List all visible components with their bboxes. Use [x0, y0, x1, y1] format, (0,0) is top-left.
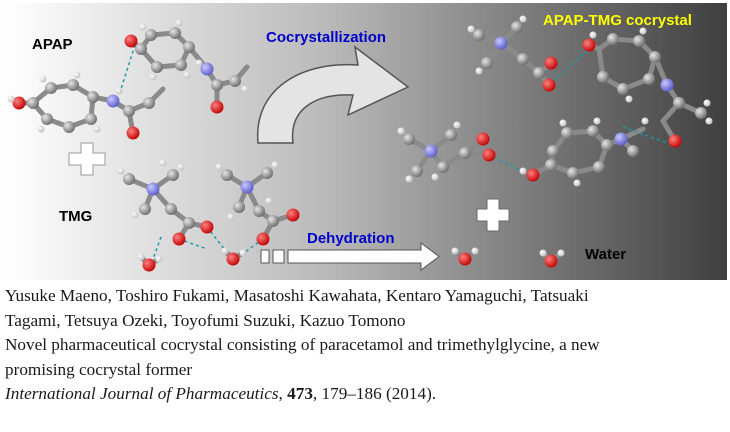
dehydration-arrow: [260, 242, 440, 271]
graphical-abstract: APAP TMG Cocrystallization APAP-TMG cocr…: [3, 3, 727, 280]
label-tmg: TMG: [59, 208, 92, 225]
label-apap: APAP: [32, 36, 73, 53]
label-dehydration: Dehydration: [307, 230, 395, 247]
citation: Yusuke Maeno, Toshiro Fukami, Masatoshi …: [5, 284, 727, 407]
citation-pages-year: , 179–186 (2014).: [312, 384, 437, 403]
label-product: APAP-TMG cocrystal: [543, 12, 692, 29]
plus-icon-products: [476, 198, 510, 232]
atom-layer: [7, 15, 713, 272]
citation-title-line-2: promising cocrystal former: [5, 359, 193, 379]
citation-journal: International Journal of Pharmaceutics: [5, 384, 279, 403]
citation-source: International Journal of Pharmaceutics , …: [5, 382, 727, 407]
label-water: Water: [585, 246, 626, 263]
cocrystallization-arrow: [257, 45, 410, 144]
label-cocrystallization: Cocrystallization: [266, 29, 386, 46]
citation-separator: ,: [278, 384, 288, 403]
plus-icon-reactants: [68, 142, 106, 176]
citation-volume: 473: [287, 384, 313, 403]
hydrogen-bond-layer: [120, 44, 668, 260]
citation-authors-line-1: Yusuke Maeno, Toshiro Fukami, Masatoshi …: [5, 286, 589, 305]
citation-title-line-1: Novel pharmaceutical cocrystal consistin…: [5, 335, 600, 354]
citation-authors-line-2: Tagami, Tetsuya Ozeki, Toyofumi Suzuki, …: [5, 310, 406, 330]
